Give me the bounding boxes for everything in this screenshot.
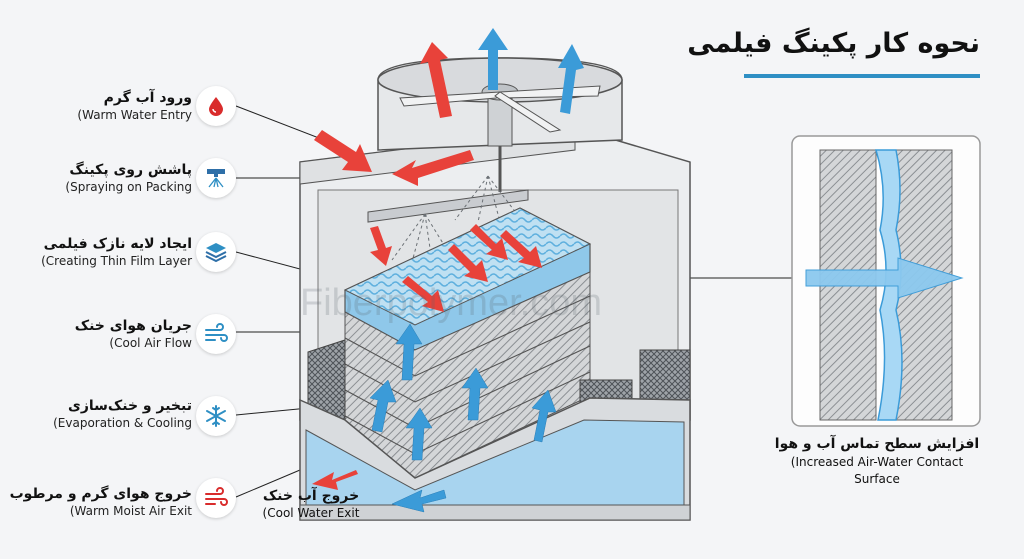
- layers-icon: [196, 232, 236, 272]
- label-en: (Evaporation & Cooling: [53, 416, 192, 430]
- water-drop-icon: [196, 86, 236, 126]
- label-cool-air: جریان هوای خنک (Cool Air Flow: [0, 318, 192, 350]
- title-underline: [744, 74, 980, 78]
- label-fa: پاشش روی پکینگ: [69, 162, 192, 178]
- label-evaporation: تبخیر و خنک‌سازی (Evaporation & Cooling: [0, 398, 192, 430]
- label-fa: افزایش سطح تماس آب و هوا: [774, 436, 980, 452]
- label-fa: جریان هوای خنک: [74, 318, 192, 334]
- label-warm-water-entry: ورود آب گرم (Warm Water Entry: [0, 90, 192, 122]
- page-title: نحوه کار پکینگ فیلمی: [687, 28, 980, 59]
- label-contact-surface: افزایش سطح تماس آب و هوا (Increased Air-…: [770, 436, 984, 488]
- sprayer-icon: [196, 158, 236, 198]
- label-cool-water-exit: خروج آب خنک (Cool Water Exit: [246, 488, 376, 520]
- label-fa: ورود آب گرم: [103, 90, 192, 106]
- label-en: (Increased Air-Water Contact Surface: [790, 455, 964, 486]
- hot-wind-icon: [196, 478, 236, 518]
- label-fa: ایجاد لایه نازک فیلمی: [43, 236, 192, 252]
- label-en: (Cool Water Exit: [262, 506, 360, 520]
- wind-icon: [196, 314, 236, 354]
- label-thin-film: ایجاد لایه نازک فیلمی (Creating Thin Fil…: [0, 236, 192, 268]
- label-en: (Cool Air Flow: [109, 336, 192, 350]
- label-fa: تبخیر و خنک‌سازی: [68, 398, 192, 414]
- label-spraying: پاشش روی پکینگ (Spraying on Packing: [0, 162, 192, 194]
- label-en: (Spraying on Packing: [65, 180, 192, 194]
- label-warm-moist-exit: خروج هوای گرم و مرطوب (Warm Moist Air Ex…: [0, 486, 192, 518]
- label-en: (Warm Moist Air Exit: [69, 504, 192, 518]
- warm-water-arrows: [312, 130, 542, 490]
- label-en: (Creating Thin Film Layer: [41, 254, 192, 268]
- snowflake-icon: [196, 396, 236, 436]
- watermark: Fiberpolymer.com: [300, 282, 602, 324]
- hot-air-arrows: [420, 28, 584, 118]
- label-fa: خروج آب خنک: [262, 488, 360, 504]
- detail-panel: [791, 135, 981, 427]
- label-fa: خروج هوای گرم و مرطوب: [9, 486, 192, 502]
- cool-air-arrows: [369, 323, 557, 513]
- label-en: (Warm Water Entry: [77, 108, 192, 122]
